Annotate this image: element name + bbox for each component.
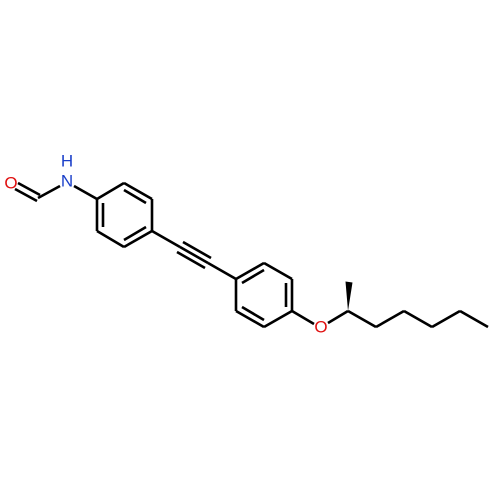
- bond-ringb-o: [291, 309, 315, 326]
- ring-a-bond-2: [123, 181, 153, 201]
- ring-b-inner-bond-3: [241, 305, 265, 322]
- ring-a-bond-1: [96, 181, 125, 201]
- ring-b-bond-1: [235, 261, 265, 281]
- bond-c4-c5: [403, 309, 433, 329]
- bond-ringa-alkyne: [151, 229, 181, 249]
- alkyne-linker: [151, 229, 237, 281]
- ring-b-bond-4: [263, 309, 293, 329]
- atom-label-n: N: [61, 172, 73, 191]
- triple-bond-center: [179, 245, 209, 265]
- heptyloxy-chain: [291, 281, 489, 329]
- bond-c3-c4: [375, 309, 405, 329]
- bond-c6-c7: [459, 309, 489, 329]
- bond-c2-c3: [347, 309, 377, 329]
- ring-a-inner-bond-1: [123, 188, 147, 205]
- atom-labels: N H O O: [4, 152, 327, 337]
- benzene-ring-a: [95, 181, 154, 249]
- ring-a-bond-5: [96, 229, 125, 249]
- bond-n-aryl: [73, 184, 98, 201]
- triple-bond-upper: [182, 240, 212, 260]
- bond-o-c2: [327, 309, 349, 325]
- bond-c-o-double-a: [17, 181, 41, 197]
- ring-b-inner-bond-1: [241, 268, 265, 285]
- atom-label-o-formyl: O: [4, 174, 17, 193]
- bond-alkyne-ringb: [207, 261, 237, 281]
- atom-label-h: H: [61, 152, 73, 171]
- atom-label-o-ether: O: [314, 318, 327, 337]
- ring-b-bond-2: [263, 261, 293, 281]
- triple-bond-lower: [176, 250, 206, 270]
- bond-c5-c6: [431, 309, 461, 329]
- formamide-group: [14, 181, 98, 203]
- ring-a-bond-4: [123, 229, 153, 249]
- bond-c-n: [37, 184, 61, 200]
- wedge-bond-methyl: [345, 281, 353, 311]
- ring-b-bond-5: [235, 309, 265, 329]
- ring-a-inner-bond-2: [123, 225, 147, 242]
- bond-c-o-double-b: [14, 187, 38, 203]
- benzene-ring-b: [234, 261, 294, 329]
